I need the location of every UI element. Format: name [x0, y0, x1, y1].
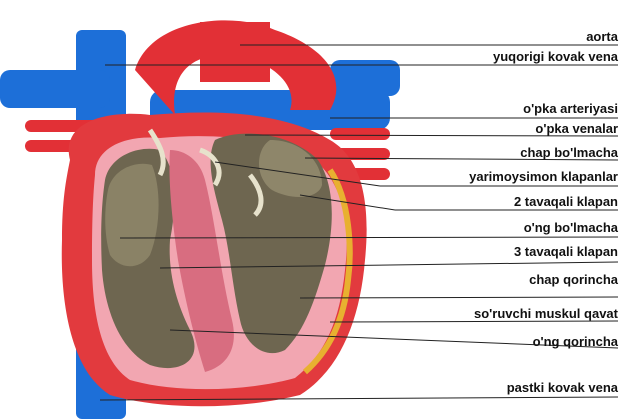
label-pulmonary-veins: o'pka venalar	[535, 121, 618, 136]
label-tricuspid-valve: 3 tavaqali klapan	[514, 244, 618, 259]
label-papillary-muscle-layer: so'ruvchi muskul qavat	[474, 306, 618, 321]
label-right-atrium: o'ng bo'lmacha	[524, 220, 618, 235]
label-right-ventricle: o'ng qorincha	[533, 334, 618, 349]
label-inferior-vena-cava: pastki kovak vena	[507, 380, 618, 395]
label-aorta: aorta	[586, 29, 618, 44]
label-left-ventricle: chap qorincha	[529, 272, 618, 287]
label-bicuspid-valve: 2 tavaqali klapan	[514, 194, 618, 209]
label-pulmonary-artery: o'pka arteriyasi	[523, 101, 618, 116]
label-semilunar-valves: yarimoysimon klapanlar	[469, 169, 618, 184]
right-atrium-cavity	[105, 164, 158, 267]
label-left-atrium: chap bo'lmacha	[520, 145, 618, 160]
label-superior-vena-cava: yuqorigi kovak vena	[493, 49, 618, 64]
